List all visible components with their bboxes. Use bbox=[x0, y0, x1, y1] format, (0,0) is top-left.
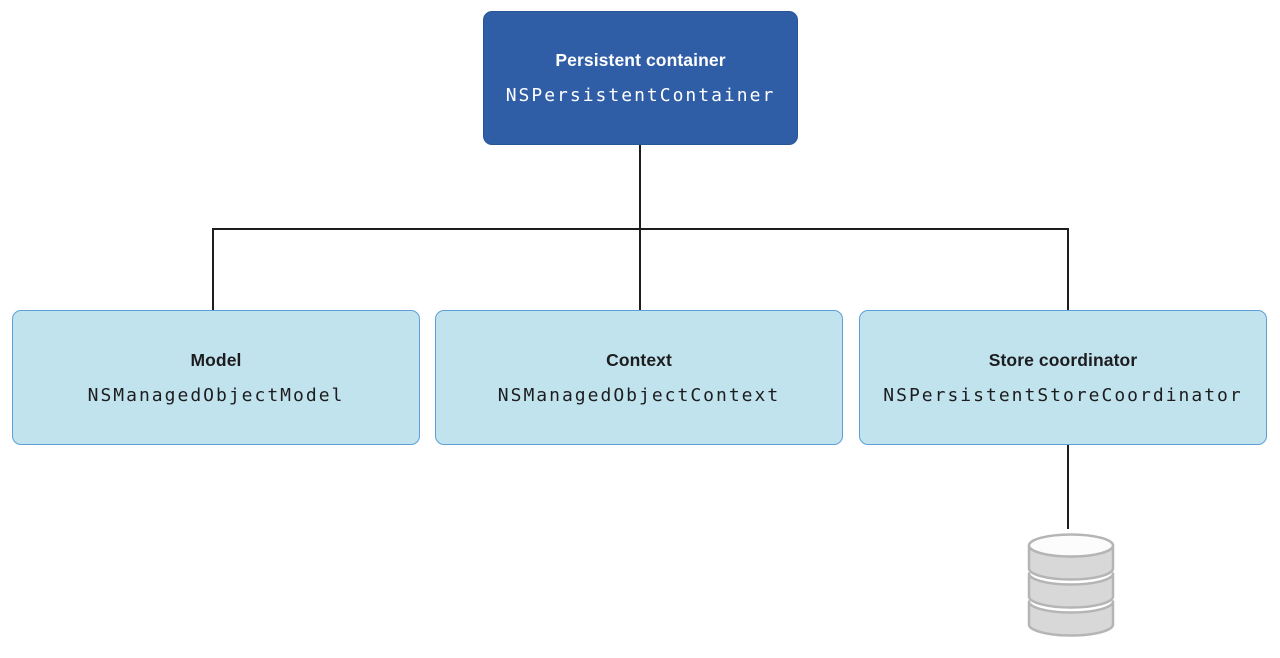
database-icon bbox=[1027, 533, 1115, 637]
node-title: Context bbox=[606, 349, 672, 370]
connector-bus-to-context bbox=[639, 228, 641, 311]
node-class-name: NSPersistentStoreCoordinator bbox=[883, 384, 1243, 406]
node-title: Store coordinator bbox=[988, 349, 1138, 370]
node-class-name: NSPersistentContainer bbox=[505, 85, 776, 106]
connector-root-to-bus bbox=[639, 145, 641, 229]
connector-bus-to-store-coordinator bbox=[1067, 228, 1069, 311]
connector-store-coordinator-to-database bbox=[1067, 444, 1069, 529]
node-title: Model bbox=[190, 349, 242, 370]
node-persistent-container: Persistent container NSPersistentContain… bbox=[483, 11, 798, 145]
node-context: Context NSManagedObjectContext bbox=[435, 310, 843, 445]
node-store-coordinator: Store coordinator NSPersistentStoreCoord… bbox=[859, 310, 1267, 445]
node-title: Persistent container bbox=[555, 50, 726, 70]
connector-bus-to-model bbox=[212, 228, 214, 311]
node-model: Model NSManagedObjectModel bbox=[12, 310, 420, 445]
node-class-name: NSManagedObjectContext bbox=[497, 384, 781, 406]
node-class-name: NSManagedObjectModel bbox=[87, 384, 345, 406]
